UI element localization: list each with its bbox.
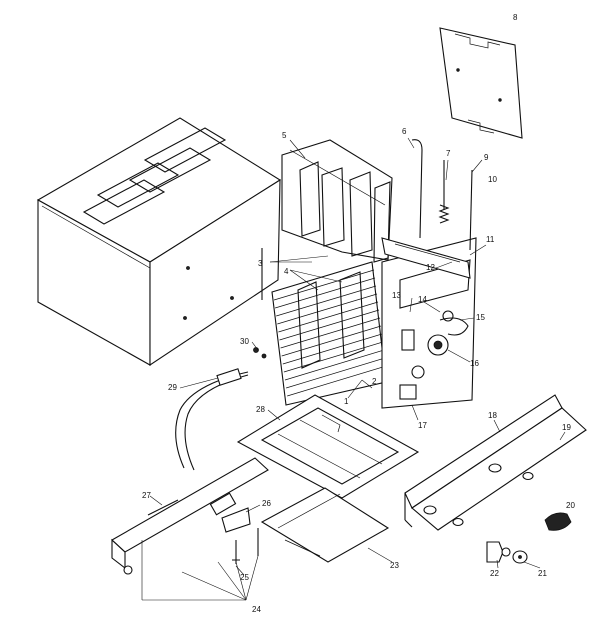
callout-27: 27	[142, 491, 151, 500]
left-rail-assembly	[111, 457, 269, 575]
grill-slat	[276, 285, 377, 317]
front-control-panel	[404, 394, 587, 531]
leader-lines	[141, 137, 566, 601]
bottom-plate	[260, 487, 390, 563]
callout-20: 20	[566, 501, 575, 510]
callout-17: 17	[418, 421, 427, 430]
grill-slat	[282, 333, 383, 365]
callout-12: 12	[426, 263, 435, 272]
grill-slat	[287, 365, 387, 397]
callout-28: 28	[256, 405, 265, 414]
callout-21: 21	[538, 569, 547, 578]
grill-slat	[277, 293, 378, 325]
carriage-frame	[281, 139, 393, 263]
callout-16: 16	[470, 359, 479, 368]
callout-8: 8	[513, 13, 518, 22]
top-bracket	[381, 237, 471, 279]
callout-11: 11	[486, 235, 495, 244]
callout-3: 3	[258, 259, 263, 268]
grill-slat	[283, 341, 384, 373]
callout-18: 18	[488, 411, 497, 420]
power-cord	[175, 368, 249, 471]
grill-slat	[274, 277, 376, 309]
heating-element-stack	[261, 248, 387, 406]
callout-15: 15	[476, 313, 485, 322]
callout-25: 25	[240, 573, 249, 582]
callout-10: 10	[488, 175, 497, 184]
callout-6: 6	[402, 127, 407, 136]
callout-1: 1	[344, 397, 349, 406]
grill-slat	[281, 325, 382, 357]
callout-22: 22	[490, 569, 499, 578]
callout-9: 9	[484, 153, 489, 162]
rods-and-spring	[411, 139, 473, 251]
callout-4: 4	[284, 267, 289, 276]
callout-19: 19	[562, 423, 571, 432]
callout-14: 14	[418, 295, 427, 304]
crumb-tray-base	[236, 394, 420, 499]
callout-5: 5	[282, 131, 287, 140]
rear-shield-plate	[439, 27, 523, 139]
knob-and-handle	[486, 512, 572, 564]
callout-13: 13	[392, 291, 401, 300]
callout-30: 30	[240, 337, 249, 346]
callout-7: 7	[446, 149, 451, 158]
callout-2: 2	[372, 377, 377, 386]
callout-labels: 1 2 3 4 5 6 7 8 9 10 11 12 13 14 15 16 1…	[142, 13, 575, 614]
grill-slat	[285, 357, 386, 389]
grill-slat	[273, 269, 375, 301]
grill-slat	[280, 317, 381, 349]
callout-29: 29	[168, 383, 177, 392]
callout-26: 26	[262, 499, 271, 508]
callout-23: 23	[390, 561, 399, 570]
grill-slat	[284, 349, 385, 381]
callout-24: 24	[252, 605, 261, 614]
outer-housing	[36, 117, 282, 367]
